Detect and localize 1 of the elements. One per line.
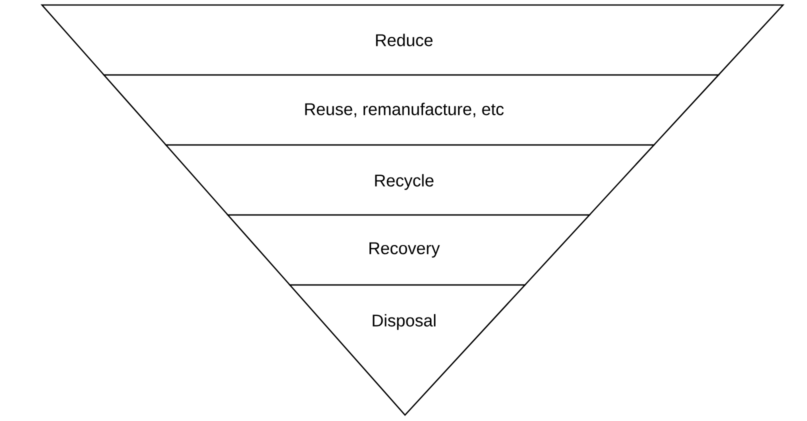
node-label: Disposal	[372, 314, 436, 330]
